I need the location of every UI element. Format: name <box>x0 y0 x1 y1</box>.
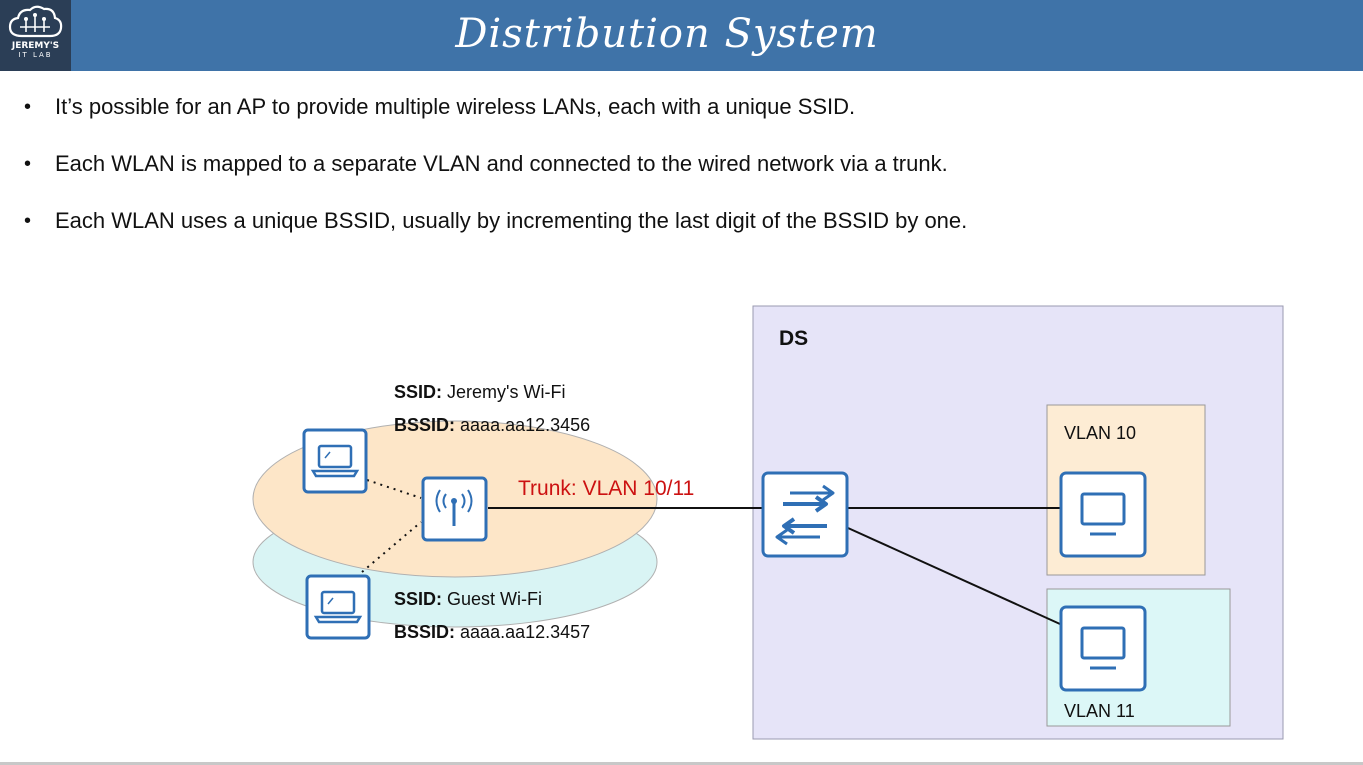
laptop-icon <box>302 428 368 494</box>
access-point-icon <box>421 476 488 542</box>
wlan1-ssid: SSID: Jeremy's Wi-Fi <box>394 382 565 402</box>
title-bar: JEREMY'S IT LAB Distribution System <box>0 0 1363 71</box>
laptop-icon <box>305 574 371 640</box>
bullet-list: It’s possible for an AP to provide multi… <box>24 90 967 261</box>
logo-subtext: IT LAB <box>18 51 53 59</box>
ds-label: DS <box>779 327 808 350</box>
vlan11-label: VLAN 11 <box>1064 701 1135 721</box>
wlan2-bssid: BSSID: aaaa.aa12.3457 <box>394 622 590 642</box>
switch-vlan11-link <box>847 527 1061 625</box>
jeremys-it-lab-logo: JEREMY'S IT LAB <box>0 0 71 71</box>
bullet-item: It’s possible for an AP to provide multi… <box>24 90 967 147</box>
pc-icon <box>1059 471 1147 558</box>
switch-icon <box>761 471 849 558</box>
cloud-circuit-icon <box>8 5 63 38</box>
vlan10-label: VLAN 10 <box>1064 423 1136 443</box>
page-title: Distribution System <box>455 11 879 57</box>
bullet-item: Each WLAN is mapped to a separate VLAN a… <box>24 147 967 204</box>
wireless-link-laptop1 <box>366 479 422 499</box>
wlan1-bssid: BSSID: aaaa.aa12.3456 <box>394 415 590 435</box>
wlan2-ssid: SSID: Guest Wi-Fi <box>394 589 542 609</box>
trunk-label: Trunk: VLAN 10/11 <box>518 477 694 500</box>
bullet-item: Each WLAN uses a unique BSSID, usually b… <box>24 204 967 261</box>
footer-divider <box>0 762 1363 765</box>
wireless-link-laptop2 <box>361 521 422 573</box>
logo-text: JEREMY'S <box>11 41 60 51</box>
pc-icon <box>1059 605 1147 692</box>
